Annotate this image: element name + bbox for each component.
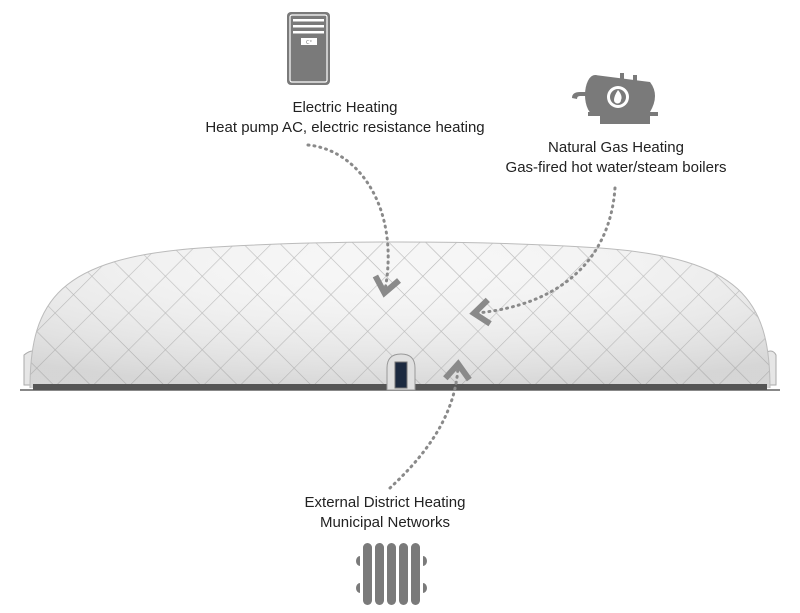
natural-gas-heating-label: Natural Gas Heating Gas-fired hot water/… (506, 138, 727, 178)
electric-heating-label: Electric Heating Heat pump AC, electric … (205, 98, 484, 138)
natural-gas-heating-title: Natural Gas Heating (548, 139, 684, 156)
electric-heating-subtitle: Heat pump AC, electric resistance heatin… (205, 119, 485, 136)
gas-arrow (469, 186, 617, 327)
natural-gas-heating-subtitle: Gas-fired hot water/steam boilers (505, 159, 727, 176)
district-heating-subtitle: Municipal Networks (319, 514, 451, 531)
heater-display: C° (306, 40, 312, 46)
district-heating-label: External District Heating Municipal Netw… (305, 493, 466, 533)
gas-boiler-icon (572, 73, 658, 124)
air-dome (20, 241, 780, 391)
entrance-door[interactable] (386, 353, 416, 391)
district-heating-title: External District Heating (304, 494, 466, 511)
district-arrow (388, 359, 472, 490)
electric-heater-tower-icon: C° (287, 12, 330, 85)
electric-heating-title: Electric Heating (292, 99, 398, 116)
radiator-icon (356, 543, 427, 605)
electric-arrow (306, 143, 401, 298)
